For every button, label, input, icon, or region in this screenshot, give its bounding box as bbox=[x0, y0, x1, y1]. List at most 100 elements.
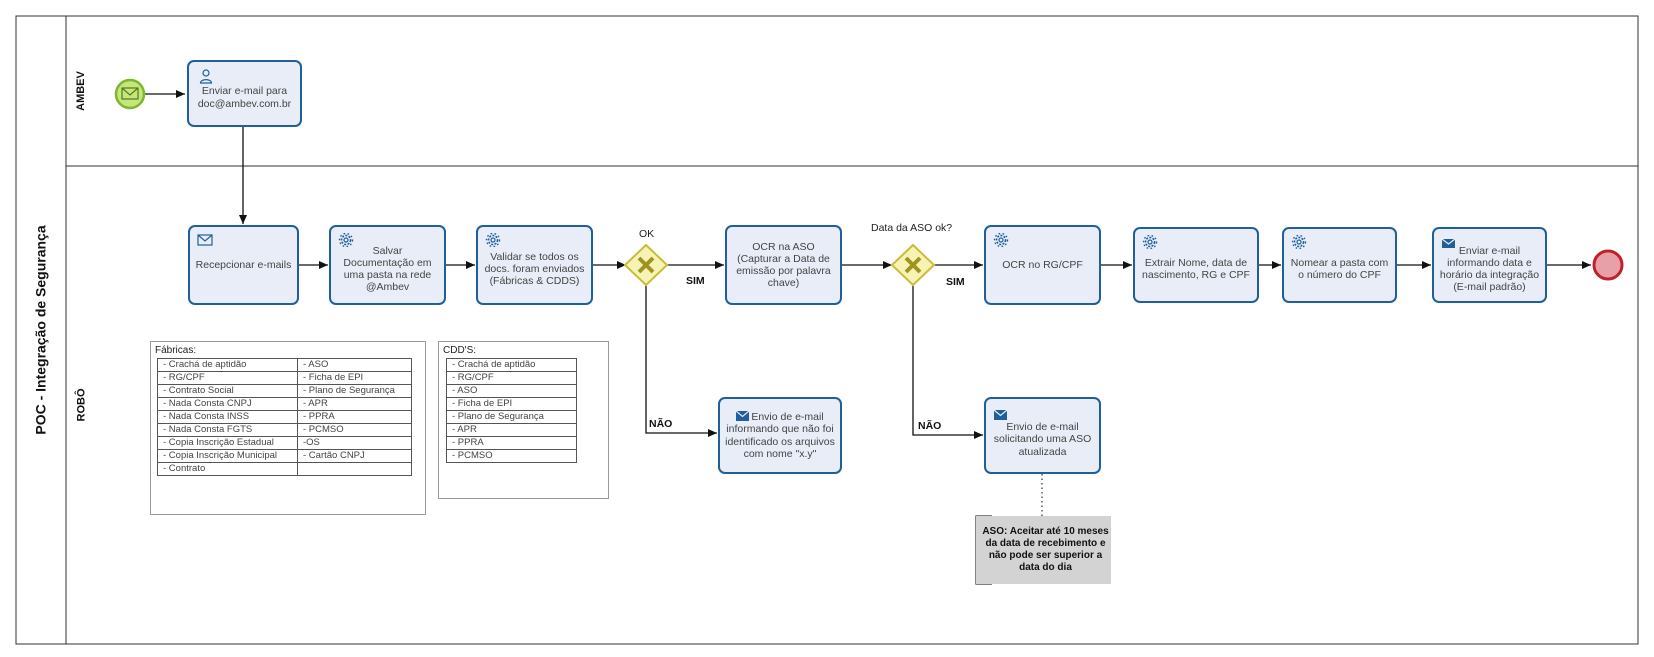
fabricas-cell: - ASO bbox=[297, 358, 412, 372]
cdds-title: CDD'S: bbox=[443, 345, 477, 356]
task-salvar-documentacao[interactable]: Salvar Documentação em uma pasta na rede… bbox=[329, 225, 446, 305]
lane-robo-label: ROBÔ bbox=[75, 388, 87, 422]
envelope-icon bbox=[197, 232, 213, 248]
cdds-cell: - APR bbox=[446, 423, 577, 437]
end-event[interactable] bbox=[1592, 249, 1624, 281]
fabricas-row: - Nada Consta INSS- PPRA bbox=[157, 410, 412, 424]
cdds-cell: - Plano de Segurança bbox=[446, 410, 577, 424]
annotation-aso-text: ASO: Aceitar até 10 meses da data de rec… bbox=[982, 526, 1109, 573]
gateway-ok[interactable] bbox=[623, 243, 669, 287]
task-enviar-email[interactable]: Enviar e-mail para doc@ambev.com.br bbox=[187, 60, 302, 127]
task-envio-aso-atualizada[interactable]: Envio de e-mail solicitando uma ASO atua… bbox=[984, 397, 1101, 474]
fabricas-title: Fábricas: bbox=[155, 345, 197, 356]
task-recepcionar-emails[interactable]: Recepcionar e-mails bbox=[188, 225, 299, 305]
fabricas-row: - Nada Consta CNPJ- APR bbox=[157, 397, 412, 411]
fabricas-cell: - Crachá de aptidão bbox=[157, 358, 298, 372]
pool-border bbox=[15, 15, 1639, 645]
cdds-row: - ASO bbox=[446, 384, 577, 398]
task-envio-nao-identificado-label: Envio de e-mail informando que não foi i… bbox=[725, 411, 835, 460]
fabricas-cell: - PPRA bbox=[297, 410, 412, 424]
task-validar-label: Validar se todos os docs. foram enviados… bbox=[484, 250, 585, 288]
task-enviar-email-label: Enviar e-mail para doc@ambev.com.br bbox=[197, 85, 292, 110]
envelope-filled-icon bbox=[736, 411, 750, 422]
envelope-filled-icon bbox=[993, 407, 1009, 423]
fabricas-cell: - APR bbox=[297, 397, 412, 411]
cdds-cell: - Ficha de EPI bbox=[446, 397, 577, 411]
annotation-aso: ASO: Aceitar até 10 meses da data de rec… bbox=[976, 516, 1111, 584]
flow-g2-nao bbox=[912, 285, 983, 439]
task-envio-nao-identificado-text: Envio de e-mail informando que não foi i… bbox=[725, 411, 835, 460]
gear-icon bbox=[485, 232, 501, 248]
lane-ambev: AMBEV bbox=[66, 16, 96, 166]
fabricas-cell: - Nada Consta CNPJ bbox=[157, 397, 298, 411]
cdds-row: - Ficha de EPI bbox=[446, 397, 577, 411]
gateway-data-aso-label: Data da ASO ok? bbox=[871, 222, 953, 234]
cdds-row: - PCMSO bbox=[446, 449, 577, 463]
task-validar-docs[interactable]: Validar se todos os docs. foram enviados… bbox=[476, 225, 593, 305]
fabricas-cell: - Contrato Social bbox=[157, 384, 298, 398]
cdds-cell: - PPRA bbox=[446, 436, 577, 450]
flow-g1-nao bbox=[645, 285, 717, 437]
pool-title: POC - Integração de Segurança bbox=[16, 16, 66, 644]
cdds-row: - RG/CPF bbox=[446, 371, 577, 385]
fabricas-cell: - Plano de Segurança bbox=[297, 384, 412, 398]
fabricas-row: - Copia Inscrição Municipal- Cartão CNPJ bbox=[157, 449, 412, 463]
envelope-filled-icon bbox=[1441, 236, 1457, 252]
task-ocr-rg-cpf[interactable]: OCR no RG/CPF bbox=[984, 225, 1101, 305]
fabricas-row: - Copia Inscrição Estadual-OS bbox=[157, 436, 412, 450]
fabricas-row: - Contrato bbox=[157, 462, 412, 476]
fabricas-cell: - PCMSO bbox=[297, 423, 412, 437]
user-icon bbox=[198, 68, 214, 84]
pool-title-text: POC - Integração de Segurança bbox=[33, 225, 50, 435]
task-recepcionar-label: Recepcionar e-mails bbox=[195, 258, 292, 271]
start-event[interactable] bbox=[114, 78, 146, 110]
cdds-cell: - RG/CPF bbox=[446, 371, 577, 385]
cdds-cell: - PCMSO bbox=[446, 449, 577, 463]
fabricas-box: Fábricas: - Crachá de aptidão- ASO- RG/C… bbox=[150, 341, 426, 515]
fabricas-row: - Nada Consta FGTS- PCMSO bbox=[157, 423, 412, 437]
fabricas-row: - Crachá de aptidão- ASO bbox=[157, 358, 412, 372]
flow-nao-label-1: NÃO bbox=[649, 418, 673, 430]
task-extrair-label: Extrair Nome, data de nascimento, RG e C… bbox=[1142, 256, 1250, 281]
gateway-ok-label: OK bbox=[639, 228, 655, 240]
flow-sim-label-1: SIM bbox=[686, 275, 705, 287]
task-ocr-aso-label: OCR na ASO (Capturar a Data de emissão p… bbox=[736, 240, 831, 290]
fabricas-cell: - Copia Inscrição Estadual bbox=[157, 436, 298, 450]
gear-icon bbox=[1142, 234, 1158, 250]
fabricas-cell: - Contrato bbox=[157, 462, 298, 476]
task-nomear-pasta[interactable]: Nomear a pasta com o número do CPF bbox=[1282, 227, 1397, 303]
cdds-row: - Crachá de aptidão bbox=[446, 358, 577, 372]
gear-icon bbox=[993, 232, 1009, 248]
task-extrair-dados[interactable]: Extrair Nome, data de nascimento, RG e C… bbox=[1133, 227, 1259, 303]
fabricas-cell bbox=[297, 462, 412, 476]
gear-icon bbox=[338, 232, 354, 248]
fabricas-cell: - Copia Inscrição Municipal bbox=[157, 449, 298, 463]
cdds-table: - Crachá de aptidão- RG/CPF- ASO- Ficha … bbox=[446, 358, 577, 463]
fabricas-row: - Contrato Social- Plano de Segurança bbox=[157, 384, 412, 398]
fabricas-cell: - Ficha de EPI bbox=[297, 371, 412, 385]
task-enviar-email-final[interactable]: Enviar e-mail informando data e horário … bbox=[1432, 227, 1547, 303]
task-ocr-rg-label: OCR no RG/CPF bbox=[1002, 258, 1083, 271]
fabricas-table: - Crachá de aptidão- ASO- RG/CPF- Ficha … bbox=[157, 358, 412, 476]
fabricas-cell: - Nada Consta FGTS bbox=[157, 423, 298, 437]
gateway-data-aso[interactable] bbox=[890, 243, 936, 287]
gear-icon bbox=[1291, 234, 1307, 250]
fabricas-cell: - Cartão CNPJ bbox=[297, 449, 412, 463]
task-nomear-label: Nomear a pasta com o número do CPF bbox=[1290, 256, 1389, 281]
fabricas-cell: -OS bbox=[297, 436, 412, 450]
cdds-box: CDD'S: - Crachá de aptidão- RG/CPF- ASO-… bbox=[438, 341, 609, 499]
task-envio-nao-identificado[interactable]: Envio de e-mail informando que não foi i… bbox=[718, 397, 842, 474]
lane-robo: ROBÔ bbox=[66, 166, 96, 644]
fabricas-row: - RG/CPF- Ficha de EPI bbox=[157, 371, 412, 385]
task-envio-aso-label: Envio de e-mail solicitando uma ASO atua… bbox=[993, 421, 1092, 458]
cdds-cell: - ASO bbox=[446, 384, 577, 398]
cdds-row: - PPRA bbox=[446, 436, 577, 450]
flow-nao-label-2: NÃO bbox=[918, 420, 942, 432]
task-ocr-aso[interactable]: OCR na ASO (Capturar a Data de emissão p… bbox=[725, 225, 842, 305]
task-salvar-label: Salvar Documentação em uma pasta na rede… bbox=[343, 244, 432, 294]
task-enviar-final-label: Enviar e-mail informando data e horário … bbox=[1439, 244, 1540, 294]
fabricas-cell: - RG/CPF bbox=[157, 371, 298, 385]
fabricas-cell: - Nada Consta INSS bbox=[157, 410, 298, 424]
cdds-row: - Plano de Segurança bbox=[446, 410, 577, 424]
